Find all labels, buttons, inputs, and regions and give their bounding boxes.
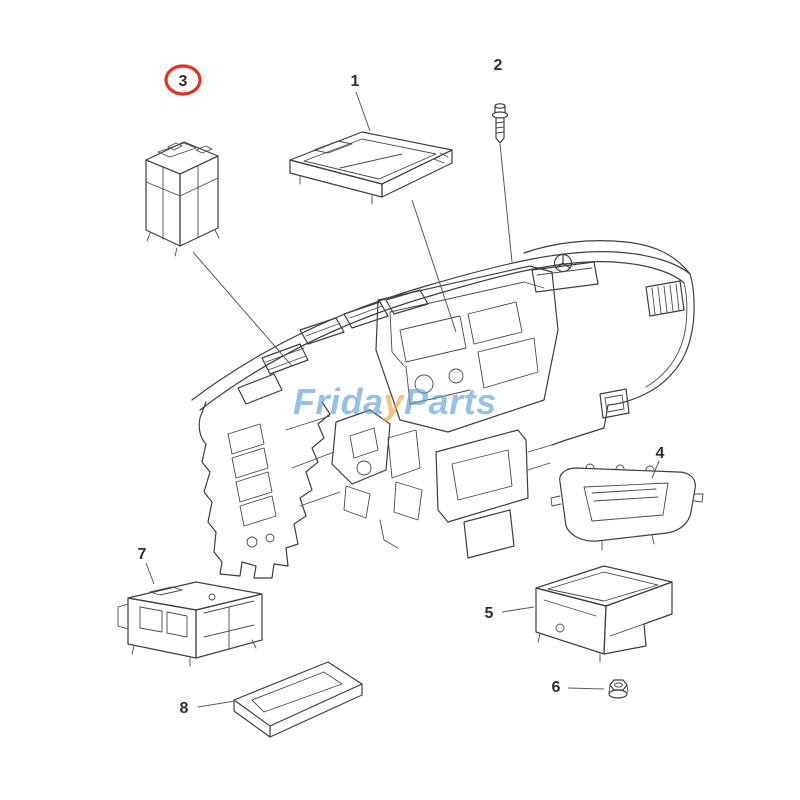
leader-line-2 bbox=[499, 143, 513, 263]
callout-3: 3 bbox=[179, 73, 188, 90]
callout-7: 7 bbox=[138, 546, 147, 563]
part-1-module-drawing bbox=[289, 131, 453, 205]
watermark-text-1: Frida bbox=[293, 381, 384, 422]
part-7-housing-drawing bbox=[117, 581, 263, 667]
svg-text:FridayParts: FridayParts bbox=[293, 381, 497, 422]
watermark-text-3: Parts bbox=[404, 381, 497, 422]
dashboard-assembly-drawing bbox=[191, 240, 695, 579]
highlight-ellipse bbox=[164, 64, 202, 96]
part-5-bin-drawing bbox=[535, 565, 673, 663]
leader-line-3 bbox=[192, 251, 293, 367]
part-6-nut-drawing bbox=[608, 679, 629, 699]
callout-4: 4 bbox=[656, 445, 665, 462]
part-4-bracket-drawing bbox=[550, 463, 704, 551]
callout-6: 6 bbox=[552, 679, 561, 696]
watermark: FridayParts bbox=[293, 381, 497, 422]
callout-1: 1 bbox=[351, 73, 360, 90]
callout-5: 5 bbox=[485, 605, 494, 622]
callout-2: 2 bbox=[494, 57, 503, 74]
watermark-text-2: y bbox=[382, 381, 406, 422]
leader-line-4 bbox=[651, 460, 660, 479]
callouts: 1 2 3 4 5 6 7 8 bbox=[138, 57, 665, 717]
callout-8: 8 bbox=[180, 700, 189, 717]
leader-line-6 bbox=[567, 687, 605, 690]
leader-line-8 bbox=[197, 700, 236, 708]
part-3-module-drawing bbox=[145, 141, 220, 257]
leader-line-1b bbox=[411, 199, 457, 333]
leader-line-1a bbox=[355, 91, 371, 132]
part-2-bolt-drawing bbox=[491, 103, 509, 144]
leader-line-7 bbox=[145, 562, 155, 585]
leader-lines bbox=[145, 91, 660, 708]
part-8-bezel-drawing bbox=[233, 661, 363, 738]
leader-line-5 bbox=[501, 606, 535, 613]
